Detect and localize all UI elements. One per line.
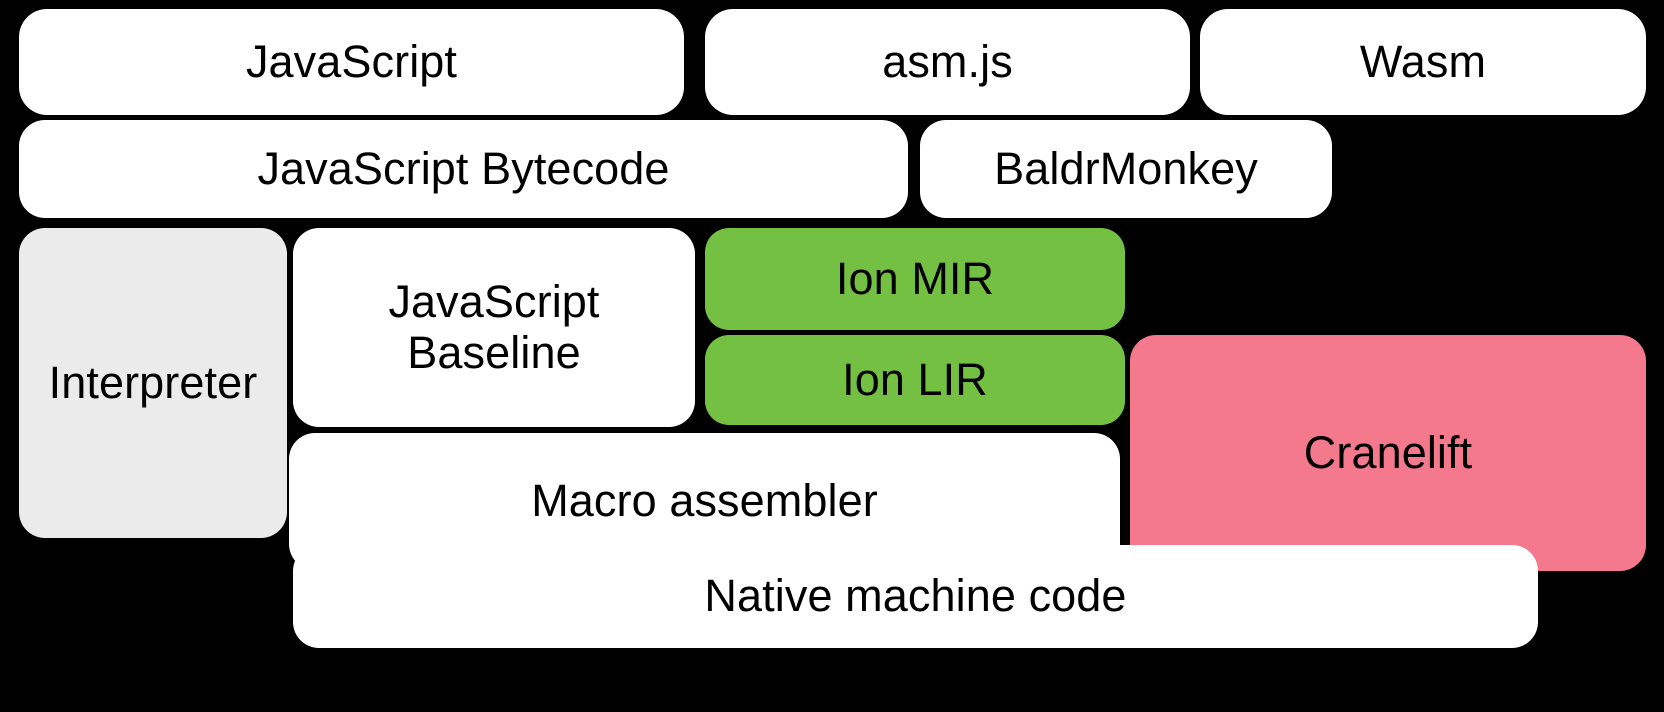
node-interpreter: Interpreter (19, 228, 287, 538)
node-javascript-baseline: JavaScript Baseline (293, 228, 695, 427)
node-asmjs: asm.js (705, 9, 1190, 115)
node-javascript: JavaScript (19, 9, 684, 115)
node-native-machine-code: Native machine code (293, 545, 1538, 648)
node-cranelift: Cranelift (1130, 335, 1646, 571)
node-baldrmonkey: BaldrMonkey (920, 120, 1332, 218)
node-wasm: Wasm (1200, 9, 1646, 115)
node-javascript-bytecode: JavaScript Bytecode (19, 120, 908, 218)
node-ion-lir: Ion LIR (705, 335, 1125, 425)
node-ion-mir: Ion MIR (705, 228, 1125, 330)
